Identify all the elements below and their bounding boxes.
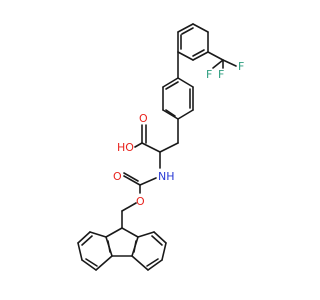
- amine-label: NH: [158, 170, 175, 183]
- trifluoromethyl-group: F F F: [206, 51, 244, 81]
- fluorine-label-1: F: [206, 68, 212, 81]
- molecule-canvas: F F F O HO NH O O: [77, 23, 244, 271]
- carboxyl-oxygen-label: O: [139, 112, 148, 125]
- fluorine-label-2: F: [218, 68, 224, 81]
- carbamate-group: O O: [113, 170, 157, 229]
- carbamate-carbonyl-oxygen-label: O: [113, 170, 122, 183]
- molecule-structure: F F F O HO NH O O: [77, 23, 244, 271]
- hydroxyl-label: HO: [117, 141, 134, 154]
- fluorenyl-group: [77, 227, 167, 271]
- fluorine-label-3: F: [238, 60, 244, 73]
- ester-oxygen-label: O: [136, 195, 145, 208]
- trifluoromethylphenyl-ring: [177, 23, 209, 61]
- alanine-backbone: O HO NH: [117, 112, 179, 183]
- phenylene-ring: [162, 77, 194, 120]
